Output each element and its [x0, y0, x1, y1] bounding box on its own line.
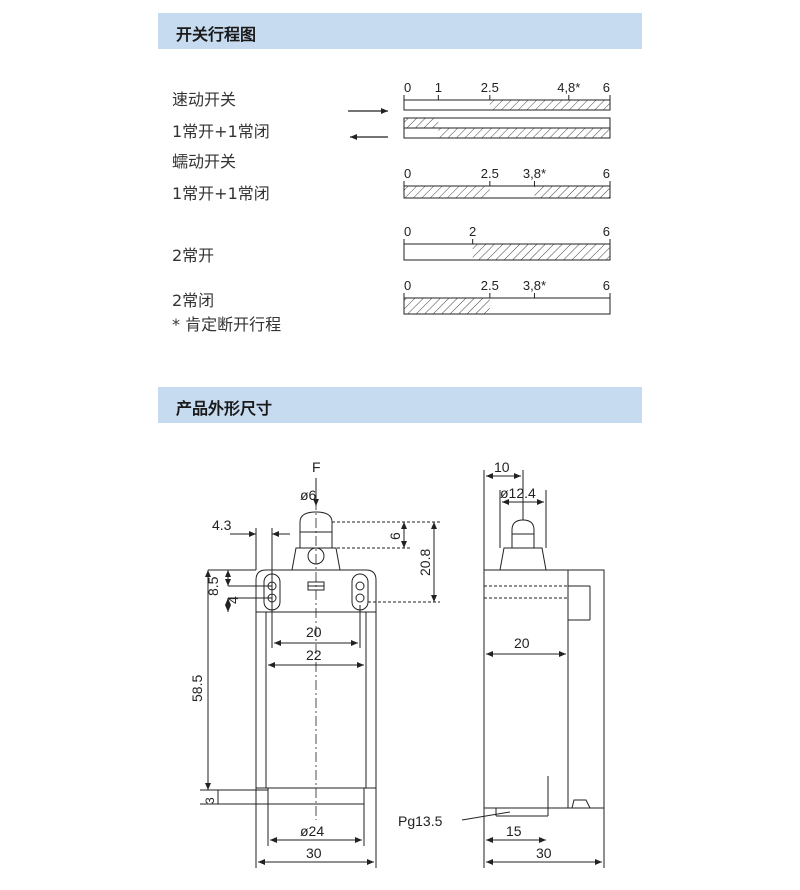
side-dim-10-label: 10 [494, 459, 510, 475]
travel-bar [403, 243, 611, 261]
tick-label: 6 [603, 166, 610, 181]
dim-inner-width-label: 22 [306, 647, 322, 663]
hatched-segment [534, 186, 610, 198]
slow-contacts-label: 1常开+1常闭 [172, 184, 270, 203]
snap-action-label: 速动开关 [172, 90, 237, 109]
tick-label: 2.5 [481, 80, 499, 95]
side-dim-20-label: 20 [514, 635, 530, 651]
two-nc-label: 2常闭 [172, 291, 215, 310]
travel-diagram-title: 开关行程图 [176, 25, 257, 44]
tick-label: 0 [404, 166, 411, 181]
dimension-header: 产品外形尺寸 [158, 387, 642, 423]
tick-label: 6 [603, 224, 610, 239]
hatched-segment [472, 244, 610, 260]
tick-label: 1 [435, 80, 442, 95]
tick-label: 3,8* [523, 166, 546, 181]
travel-diagram-1: 0 1 2.5 4,8* 6 [403, 80, 611, 139]
side-view [461, 470, 605, 868]
tick-label: 0 [404, 224, 411, 239]
hatched-segment [404, 298, 490, 314]
hatched-segment [489, 100, 610, 110]
travel-diagram-4: 0 2.5 3,8* 6 [403, 278, 611, 315]
travel-diagram-2: 0 2.5 3,8* 6 [403, 166, 611, 199]
hatched-segment [438, 128, 610, 138]
hatched-segment [404, 118, 439, 128]
travel-diagrams: 0 1 2.5 4,8* 6 0 2.5 3,8* 6 0 2 6 0 2.5 3,8* 6 [403, 80, 611, 315]
force-label: F [312, 459, 321, 475]
travel-bar [403, 185, 611, 199]
front-view-labels: F ø6 4.3 6 20.8 8.5 4 20 22 58.5 3 ø24 3… [189, 459, 433, 861]
dim-8-5-label: 8.5 [205, 576, 221, 596]
dim-hole-spacing-label: 20 [306, 624, 322, 640]
tick-label: 2.5 [481, 278, 499, 293]
travel-bar [403, 99, 611, 111]
dim-height-label: 58.5 [189, 675, 205, 702]
dim-20-8-label: 20.8 [417, 549, 433, 576]
conduit-label: Pg13.5 [398, 813, 443, 829]
travel-bar [403, 297, 611, 315]
tick-label: 0 [404, 278, 411, 293]
dim-4-label: 4 [225, 596, 241, 604]
snap-contacts-label: 1常开+1常闭 [172, 122, 270, 141]
travel-bar [403, 127, 611, 139]
footnote-label: * 肯定断开行程 [172, 315, 282, 334]
front-view [200, 478, 440, 868]
side-dim-30-label: 30 [536, 845, 552, 861]
hatched-segment [404, 186, 490, 198]
side-dim-15-label: 15 [506, 823, 522, 839]
dim-width-label: 30 [306, 845, 322, 861]
side-view-labels: 10 ø12.4 20 Pg13.5 15 30 [398, 459, 552, 861]
tick-label: 6 [603, 80, 610, 95]
plunger-diameter-label: ø6 [300, 487, 317, 503]
slow-action-label: 蠕动开关 [172, 152, 237, 171]
tick-label: 0 [404, 80, 411, 95]
tick-label: 2 [469, 224, 476, 239]
dim-3-label: 3 [203, 797, 217, 804]
tick-label: 2.5 [481, 166, 499, 181]
base-diameter-label: ø24 [300, 823, 324, 839]
dim-4-3-label: 4.3 [212, 517, 232, 533]
tick-label: 3,8* [523, 278, 546, 293]
travel-diagram-header: 开关行程图 [158, 13, 642, 49]
two-no-label: 2常开 [172, 246, 215, 265]
tick-label: 4,8* [557, 80, 580, 95]
dimension-title: 产品外形尺寸 [176, 399, 273, 418]
travel-diagram-3: 0 2 6 [403, 224, 611, 261]
dim-6-label: 6 [387, 532, 403, 540]
tick-label: 6 [603, 278, 610, 293]
side-diameter-label: ø12.4 [500, 485, 536, 501]
